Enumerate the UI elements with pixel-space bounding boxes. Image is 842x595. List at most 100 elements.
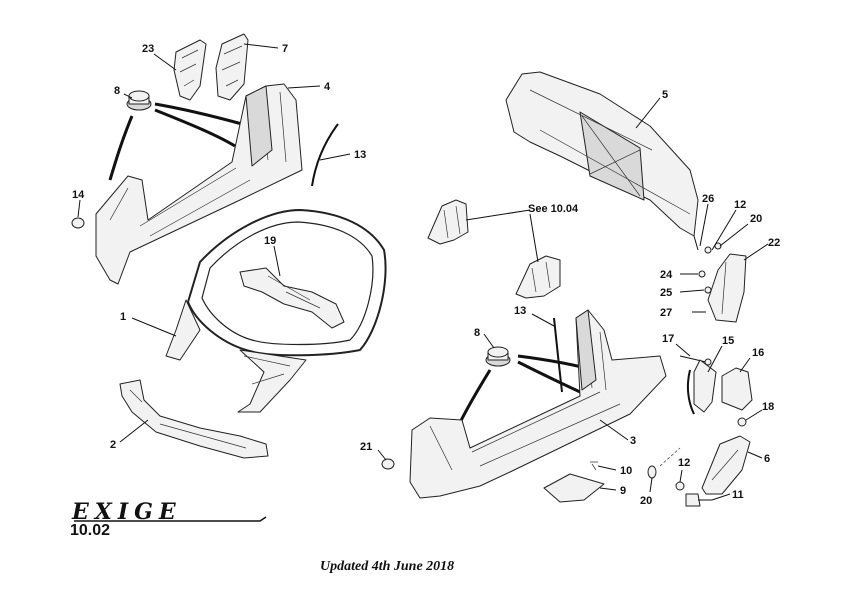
part-18-washer	[737, 417, 747, 427]
leader-21	[377, 449, 387, 461]
part-21-plug	[381, 458, 395, 470]
part-17-bolt	[679, 355, 712, 366]
callout-4: 4	[324, 81, 331, 93]
leader-20-top	[719, 223, 749, 247]
callout-8-right: 8	[474, 327, 480, 339]
part-14-plug	[71, 217, 85, 229]
callout-13-left: 13	[354, 149, 366, 161]
leader-8-left	[123, 93, 133, 99]
part-8-seal-strip-left	[154, 102, 243, 126]
part-2-lower-beam	[119, 379, 269, 459]
callout-22: 22	[768, 237, 780, 249]
part-15-edge-strip	[686, 369, 695, 415]
part-7-duct	[215, 33, 249, 101]
cross-reference-label: See 10.04	[528, 203, 579, 215]
ref-part-lower	[515, 255, 561, 299]
leader-8-right	[483, 333, 495, 349]
leader-13-right	[531, 313, 555, 327]
leader-16	[739, 357, 751, 373]
part-4-sill-panel-left	[95, 83, 303, 285]
leader-see-upper	[465, 209, 531, 221]
part-8-seal-strip-left-3	[108, 115, 134, 181]
leader-10	[597, 465, 617, 471]
leader-1	[131, 317, 177, 337]
part-24-screw	[698, 270, 706, 278]
callout-26: 26	[702, 193, 714, 205]
leader-4	[287, 85, 321, 89]
callout-15: 15	[722, 335, 734, 347]
callout-21: 21	[360, 441, 372, 453]
leader-26	[699, 203, 709, 247]
callout-25: 25	[660, 287, 672, 299]
leader-6	[747, 451, 763, 459]
callout-27: 27	[660, 307, 672, 319]
part-3-sill-panel-right	[409, 309, 667, 499]
callout-12-top: 12	[734, 199, 746, 211]
part-23-duct	[173, 39, 207, 101]
leader-3	[599, 419, 629, 441]
callout-18: 18	[762, 401, 774, 413]
leader-13-left	[319, 153, 351, 161]
leader-14	[77, 199, 81, 218]
callout-6: 6	[764, 453, 770, 465]
leader-2	[119, 419, 149, 443]
leader-23	[153, 53, 177, 71]
leader-12-top	[711, 209, 737, 251]
part-10-screw	[590, 461, 598, 471]
leader-see-lower	[529, 213, 539, 263]
exige-logo: EXIGE	[71, 500, 267, 524]
section-number: 10.02	[70, 522, 111, 539]
callout-24: 24	[660, 269, 673, 281]
part-1-bulkhead-frame	[165, 209, 387, 413]
part-8-grommet-left	[126, 90, 152, 111]
ref-part-upper	[427, 199, 469, 245]
callout-14: 14	[72, 189, 85, 201]
leader-17	[675, 343, 691, 357]
part-16-trim	[721, 367, 753, 411]
callout-11: 11	[732, 489, 744, 501]
part-19-cross-tube	[239, 267, 345, 329]
part-20-washer	[647, 465, 657, 479]
callout-12-bottom: 12	[678, 457, 690, 469]
callout-20-top: 20	[750, 213, 762, 225]
part-12-washer	[675, 481, 685, 491]
svg-text:EXIGE: EXIGE	[71, 500, 182, 524]
callout-13-right: 13	[514, 305, 526, 317]
leader-11	[711, 493, 731, 501]
callout-19: 19	[264, 235, 276, 247]
part-25-washer	[704, 286, 712, 294]
leader-22	[743, 243, 769, 261]
callout-10: 10	[620, 465, 632, 477]
leader-19	[273, 245, 281, 277]
part-9-plate	[543, 473, 605, 503]
dashed-guide	[659, 447, 681, 467]
leader-18	[745, 409, 763, 421]
callout-23: 23	[142, 43, 154, 55]
callout-2: 2	[110, 439, 116, 451]
callout-17: 17	[662, 333, 674, 345]
part-11-bolt	[685, 493, 712, 507]
callout-7: 7	[282, 43, 288, 55]
callout-5: 5	[662, 89, 668, 101]
callout-3: 3	[630, 435, 636, 447]
part-13-trim-strip-right	[553, 317, 563, 393]
callout-16: 16	[752, 347, 764, 359]
part-22-side-shell	[707, 253, 747, 323]
callout-20-bottom: 20	[640, 495, 652, 507]
callout-9: 9	[620, 485, 626, 497]
part-8-grommet-right	[485, 346, 511, 367]
part-15-trim	[693, 359, 717, 413]
leader-7	[243, 43, 279, 49]
part-13-trim-strip-left	[311, 123, 339, 187]
leader-15	[707, 345, 723, 373]
leader-5	[635, 97, 661, 129]
callout-1: 1	[120, 311, 126, 323]
leader-12-bottom	[679, 469, 683, 483]
leader-20-bottom	[649, 477, 653, 493]
fasteners-top-right	[693, 235, 722, 254]
leader-25	[679, 289, 705, 293]
part-8-seal-strip-left-2	[154, 108, 236, 148]
callout-8-left: 8	[114, 85, 120, 97]
part-6-side-scoop	[701, 435, 751, 495]
